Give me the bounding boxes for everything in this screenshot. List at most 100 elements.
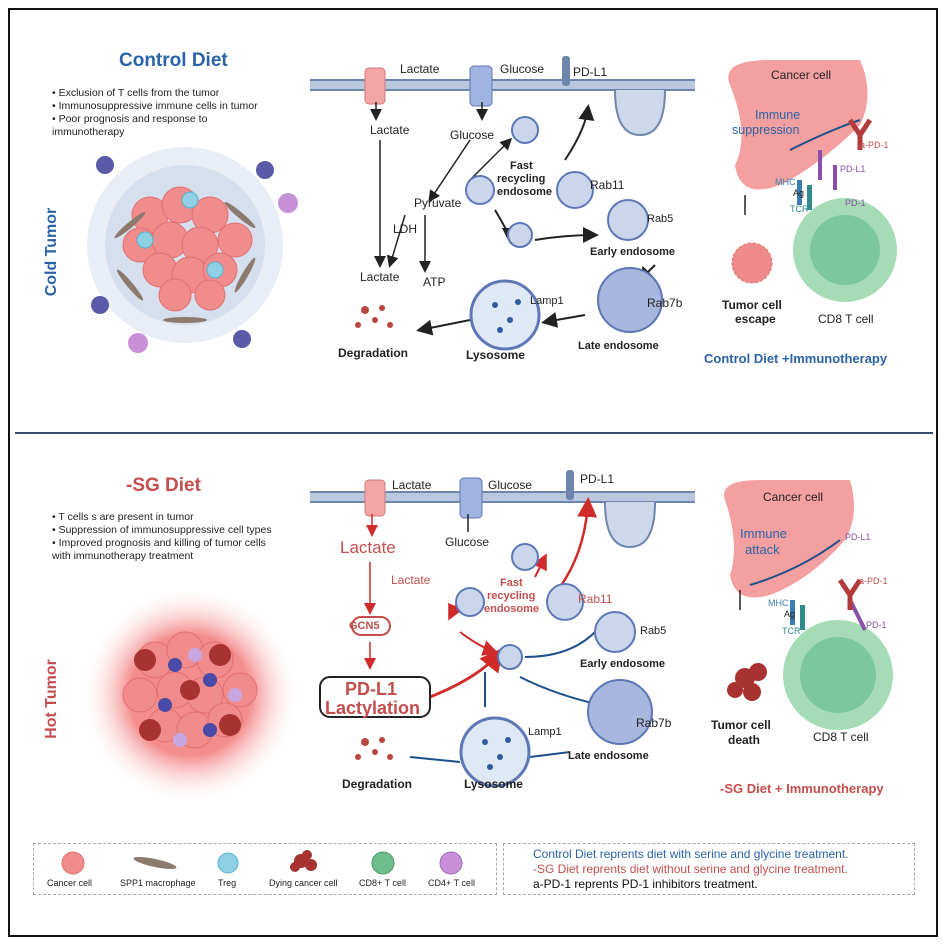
figure-frame	[8, 8, 938, 937]
lactate-label: Lactate	[370, 123, 410, 137]
tumor-escape-label-1: Tumor cell	[722, 298, 782, 312]
sg-pathway-diagram	[310, 470, 695, 788]
cold-tumor-illustration	[87, 147, 298, 353]
fast-label: Fast	[510, 160, 533, 172]
cd8-label: CD8 T cell	[818, 312, 874, 326]
cold-tumor-label: Cold Tumor	[43, 207, 60, 297]
gcn5-label: GCN5	[349, 620, 380, 632]
control-bullet-2: • Immunosuppressive immune cells in tumo…	[52, 100, 258, 112]
lysosome-label: Lysosome	[466, 348, 525, 362]
sg-rab5-label: Rab5	[640, 625, 667, 637]
sg-bullet-1: • T cells s are present in tumor	[52, 511, 194, 523]
sg-pdl1-immune-label: PD-L1	[845, 532, 871, 542]
immune-attack-label-1: Immune	[740, 526, 787, 541]
ldh-label: LDH	[393, 222, 418, 236]
pdl1-label: PD-L1	[573, 65, 608, 79]
control-bullet-4: immunotherapy	[52, 126, 125, 138]
legend-dying-cancer-cell: Dying cancer cell	[269, 878, 338, 888]
glucose-transporter-label: Glucose	[500, 62, 545, 76]
lactate-transporter-label: Lactate	[400, 62, 440, 76]
legend-cd8-t-cell: CD8+ T cell	[359, 878, 406, 888]
sg-rab7b-label: Rab7b	[636, 716, 672, 730]
sg-cd8-label: CD8 T cell	[813, 730, 869, 744]
mhc-label: MHC	[775, 177, 796, 187]
pyruvate-label: Pyruvate	[414, 196, 462, 210]
sg-pd1-label: PD-1	[866, 620, 887, 630]
note-apd1: a-PD-1 reprents PD-1 inhibitors treatmen…	[533, 877, 758, 891]
pdl1-lactylation-label-1: PD-L1	[345, 679, 398, 699]
legend-cd4-t-cell: CD4+ T cell	[428, 878, 475, 888]
control-pathway-diagram	[310, 56, 695, 351]
legend-spp1-macrophage: SPP1 macrophage	[120, 878, 196, 888]
sg-caption: -SG Diet + Immunotherapy	[720, 781, 884, 796]
sg-bullet-3: • Improved prognosis and killing of tumo…	[52, 537, 266, 549]
hot-tumor-label: Hot Tumor	[43, 659, 60, 739]
pdl1-lactylation-label-2: Lactylation	[325, 698, 421, 718]
control-bullets: • Exclusion of T cells from the tumor • …	[52, 87, 258, 139]
ag-label: Ag	[793, 188, 805, 198]
sg-fast-label: Fast	[500, 577, 523, 589]
sg-lysosome-label: Lysosome	[464, 777, 523, 791]
legend-treg: Treg	[218, 878, 237, 888]
atp-label: ATP	[423, 275, 446, 289]
sg-immune-diagram	[724, 480, 893, 730]
sg-lactate-transporter-label: Lactate	[392, 478, 432, 492]
endosome-label: endosome	[497, 186, 553, 198]
notes-box	[503, 843, 915, 895]
tumor-escape-label-2: escape	[735, 312, 776, 326]
late-endosome-label: Late endosome	[578, 340, 659, 352]
legend-cancer-cell: Cancer cell	[47, 878, 93, 888]
rab7b-label: Rab7b	[647, 296, 683, 310]
lactate2-label: Lactate	[360, 270, 400, 284]
sg-endosome-label: endosome	[484, 603, 540, 615]
control-bullet-3: • Poor prognosis and response to	[52, 113, 208, 125]
recycling-label: recycling	[497, 173, 546, 185]
tcr-label: TCR	[790, 204, 809, 214]
apd1-label: a-PD-1	[860, 140, 889, 150]
control-diet-title: Control Diet	[119, 50, 228, 71]
cell-legend	[33, 843, 497, 895]
cancer-cell-label: Cancer cell	[771, 68, 832, 82]
panel-divider	[15, 432, 933, 434]
degradation-label: Degradation	[338, 346, 409, 360]
early-endosome-label: Early endosome	[590, 246, 675, 258]
rab11-label: Rab11	[590, 178, 625, 192]
sg-diet-title: -SG Diet	[126, 475, 201, 496]
sg-recycling-label: recycling	[487, 590, 536, 602]
sg-late-endosome-label: Late endosome	[568, 750, 649, 762]
glucose-label: Glucose	[450, 128, 495, 142]
sg-lactate2-label: Lactate	[391, 573, 431, 587]
sg-pdl1-label: PD-L1	[580, 472, 615, 486]
note-control-diet: Control Diet reprents diet with serine a…	[533, 847, 849, 861]
note-sg-diet: -SG Diet reprents diet without serine an…	[533, 862, 848, 876]
sg-lactate-big-label: Lactate	[340, 538, 396, 557]
sg-cancer-cell-label: Cancer cell	[763, 490, 824, 504]
immune-attack-label-2: attack	[745, 542, 780, 557]
control-immune-diagram	[728, 60, 897, 302]
sg-bullets: • T cells s are present in tumor • Suppr…	[52, 511, 272, 563]
sg-mhc-label: MHC	[768, 598, 789, 608]
hot-tumor-illustration	[80, 590, 300, 805]
sg-lamp1-label: Lamp1	[528, 726, 562, 738]
pd1-label: PD-1	[845, 198, 866, 208]
legend-icons	[61, 850, 463, 875]
immune-suppression-label-2: suppression	[732, 123, 800, 137]
sg-bullet-2: • Suppression of immunosuppressive cell …	[52, 524, 272, 536]
sg-rab11-label: Rab11	[578, 592, 613, 606]
sg-apd1-label: a-PD-1	[859, 576, 888, 586]
lamp1-label: Lamp1	[530, 295, 564, 307]
sg-bullet-4: with immunotherapy treatment	[52, 550, 194, 562]
control-caption: Control Diet +Immunotherapy	[704, 351, 888, 366]
sg-ag-label: Ag	[784, 609, 796, 619]
sg-tcr-label: TCR	[782, 626, 801, 636]
sg-glucose-transporter-label: Glucose	[488, 478, 533, 492]
sg-degradation-label: Degradation	[342, 777, 413, 791]
control-bullet-1: • Exclusion of T cells from the tumor	[52, 87, 220, 99]
sg-glucose-label: Glucose	[445, 535, 490, 549]
tumor-death-label-1: Tumor cell	[711, 718, 771, 732]
tumor-death-label-2: death	[728, 733, 761, 747]
pdl1-immune-label: PD-L1	[840, 164, 866, 174]
rab5-label: Rab5	[647, 213, 674, 225]
immune-suppression-label-1: Immune	[755, 108, 801, 122]
sg-early-endosome-label: Early endosome	[580, 658, 665, 670]
